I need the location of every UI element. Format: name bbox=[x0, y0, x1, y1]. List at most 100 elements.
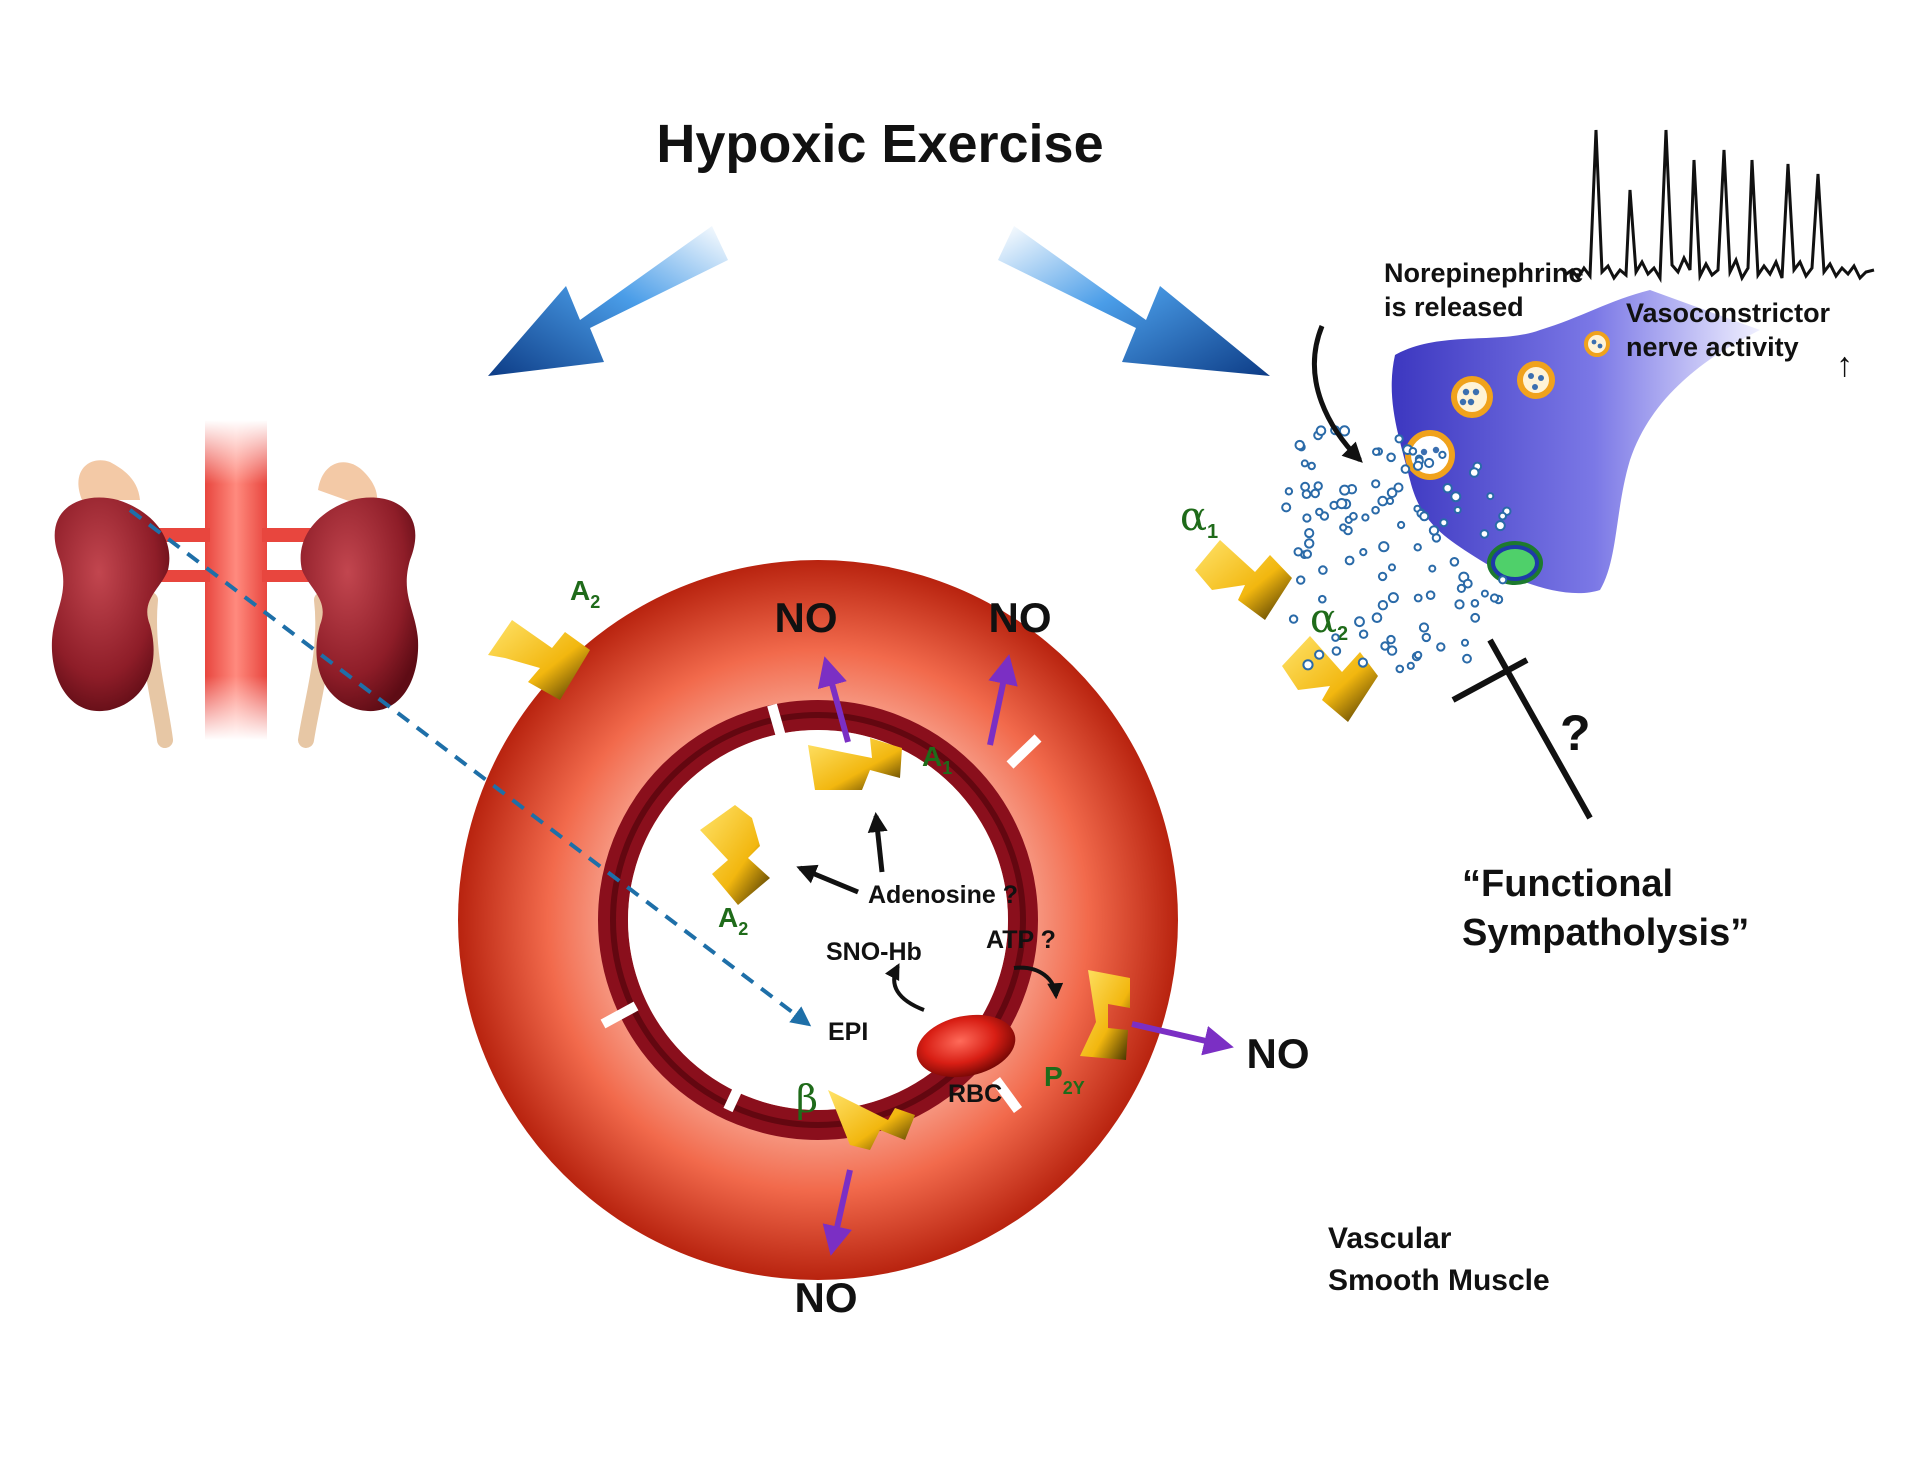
norepinephrine-molecule bbox=[1361, 513, 1370, 522]
norepinephrine-molecule bbox=[1428, 564, 1437, 573]
norepinephrine-molecule bbox=[1436, 642, 1446, 652]
right-kidney bbox=[300, 497, 419, 712]
norepinephrine-molecule bbox=[1377, 495, 1388, 507]
norepinephrine-molecule bbox=[1339, 484, 1351, 496]
norepinephrine-molecule bbox=[1339, 523, 1348, 532]
norepinephrine-molecule bbox=[1408, 447, 1418, 456]
adenosine-arrows bbox=[796, 812, 888, 895]
norepinephrine-molecule bbox=[1318, 594, 1327, 604]
label-alpha2: α2 bbox=[1310, 596, 1348, 645]
norepinephrine-molecule bbox=[1288, 614, 1299, 624]
no-label-bottom: NO bbox=[795, 1274, 858, 1321]
no-label-top-right: NO bbox=[989, 594, 1052, 641]
label-p2y: P2Y bbox=[1044, 1061, 1085, 1098]
norepinephrine-molecule bbox=[1412, 460, 1424, 471]
norepinephrine-molecule bbox=[1302, 549, 1313, 559]
norepinephrine-molecule bbox=[1386, 634, 1396, 645]
endothelium-shadow bbox=[610, 712, 1026, 1128]
label-question-mark: ? bbox=[1560, 705, 1591, 761]
norepinephrine-molecule bbox=[1380, 641, 1390, 651]
sno-hb-arrow bbox=[884, 963, 925, 1012]
norepinephrine-molecule bbox=[1470, 599, 1480, 608]
receptor-a2-inner bbox=[700, 805, 770, 905]
label-vasoconstrictor-2: nerve activity bbox=[1626, 332, 1799, 362]
norepinephrine-molecule bbox=[1400, 464, 1411, 474]
norepinephrine-molecule bbox=[1331, 646, 1342, 656]
norepinephrine-molecule bbox=[1470, 612, 1481, 623]
norepinephrine-molecule bbox=[1395, 664, 1405, 674]
label-atp: ATP ? bbox=[986, 926, 1056, 954]
no-label-top-left: NO bbox=[775, 594, 838, 641]
sympathetic-nerve-terminal bbox=[1391, 290, 1760, 594]
norepinephrine-molecule bbox=[1393, 482, 1404, 493]
norepinephrine-molecule bbox=[1480, 589, 1489, 598]
label-sno-hb: SNO-Hb bbox=[826, 938, 922, 966]
norepinephrine-molecule bbox=[1371, 505, 1380, 515]
norepinephrine-molecule bbox=[1300, 459, 1309, 468]
label-rbc: RBC bbox=[948, 1080, 1002, 1108]
norepinephrine-molecule bbox=[1377, 600, 1389, 611]
norepinephrine-molecule bbox=[1498, 511, 1507, 521]
norepinephrine-molecule bbox=[1439, 518, 1449, 528]
functional-sympatholysis-inhibitor bbox=[1451, 638, 1593, 820]
label-vasoconstrictor-1: Vasoconstrictor bbox=[1626, 298, 1831, 328]
norepinephrine-molecule bbox=[1449, 557, 1460, 567]
norepinephrine-molecule bbox=[1461, 638, 1469, 647]
norepinephrine-molecule bbox=[1344, 555, 1355, 566]
nerve-mitochondrion bbox=[1487, 541, 1543, 585]
norepinephrine-molecule bbox=[1386, 645, 1398, 656]
norepinephrine-molecule bbox=[1304, 528, 1315, 539]
norepinephrine-molecule bbox=[1453, 506, 1462, 514]
label-norepinephrine-1: Norepinephrine bbox=[1384, 258, 1584, 288]
norepinephrine-molecule bbox=[1296, 575, 1306, 585]
norepinephrine-molecule bbox=[1354, 616, 1365, 628]
norepinephrine-molecule bbox=[1425, 590, 1436, 601]
label-vsm-1: Vascular bbox=[1328, 1222, 1452, 1255]
norepinephrine-molecule bbox=[1442, 483, 1453, 494]
right-blue-arrow bbox=[998, 226, 1270, 376]
atp-arrow bbox=[1013, 965, 1064, 1000]
norepinephrine-molecule bbox=[1431, 533, 1442, 543]
norepinephrine-molecule bbox=[1386, 497, 1395, 505]
receptor-alpha1 bbox=[1195, 540, 1292, 620]
left-adrenal-gland bbox=[78, 460, 140, 500]
label-a2-inner: A2 bbox=[718, 902, 748, 939]
receptor-a1-inner bbox=[808, 738, 902, 790]
diagram-title: Hypoxic Exercise bbox=[656, 114, 1103, 174]
norepinephrine-molecule bbox=[1479, 529, 1490, 539]
norepinephrine-molecule bbox=[1349, 511, 1358, 521]
norepinephrine-molecule bbox=[1397, 520, 1406, 530]
label-epi: EPI bbox=[828, 1018, 868, 1046]
norepinephrine-molecule bbox=[1338, 425, 1351, 437]
norepinephrine-molecule bbox=[1413, 543, 1422, 552]
label-beta: β bbox=[796, 1077, 818, 1121]
receptor-p2y bbox=[1080, 970, 1130, 1060]
norepinephrine-molecule bbox=[1450, 491, 1462, 503]
norepinephrine-molecule bbox=[1377, 571, 1388, 582]
norepinephrine-molecule bbox=[1336, 498, 1348, 510]
no-label-right: NO bbox=[1247, 1030, 1310, 1077]
left-kidney bbox=[51, 497, 170, 712]
norepinephrine-molecule bbox=[1302, 513, 1312, 523]
receptor-beta bbox=[828, 1090, 915, 1150]
norepinephrine-molecule bbox=[1438, 450, 1447, 459]
norepinephrine-molecule bbox=[1315, 507, 1324, 517]
norepinephrine-molecule bbox=[1421, 632, 1432, 643]
label-norepinephrine-2: is released bbox=[1384, 292, 1524, 322]
norepinephrine-molecule bbox=[1313, 481, 1323, 491]
increase-arrow-icon: ↑ bbox=[1836, 346, 1853, 384]
norepinephrine-molecule bbox=[1307, 461, 1316, 471]
receptors bbox=[488, 540, 1378, 1150]
kidney-adrenal-illustration bbox=[51, 420, 419, 748]
endothelial-cell-junctions bbox=[600, 703, 1042, 1113]
label-adenosine: Adenosine ? bbox=[868, 881, 1018, 909]
norepinephrine-molecule bbox=[1406, 661, 1415, 670]
receptor-a2-outer bbox=[488, 620, 590, 700]
red-blood-cell bbox=[916, 1014, 1016, 1078]
label-vsm-2: Smooth Muscle bbox=[1328, 1264, 1550, 1297]
left-blue-arrow bbox=[488, 226, 728, 376]
norepinephrine-arrow bbox=[1311, 325, 1363, 463]
norepinephrine-molecule bbox=[1394, 434, 1404, 444]
label-a1-inner: A1 bbox=[922, 741, 952, 778]
